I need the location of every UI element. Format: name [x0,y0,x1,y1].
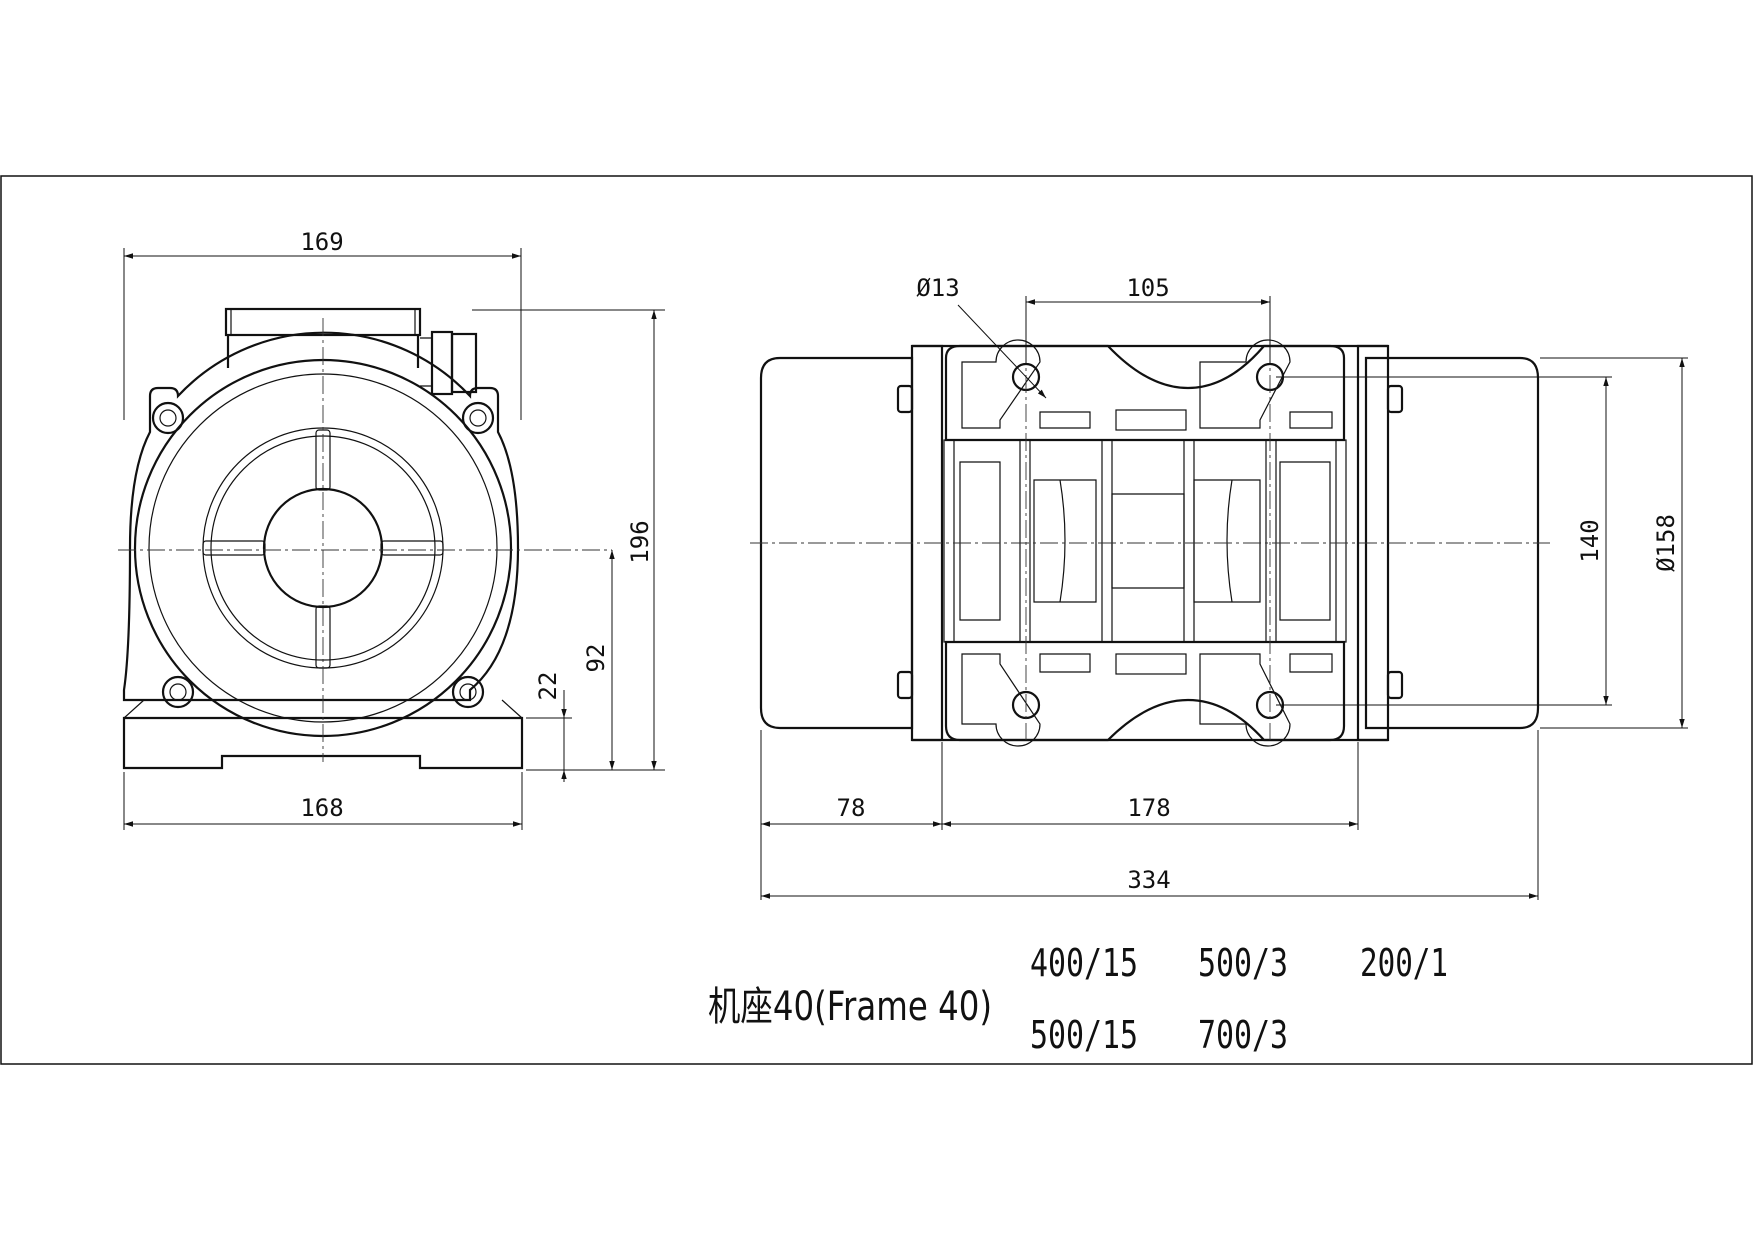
model-200-1: 200/1 [1360,941,1448,985]
dim-169: 169 [300,228,343,256]
drawing-border [0,175,1753,1065]
model-400-15: 400/15 [1030,941,1138,985]
mounting-holes [1011,362,1285,720]
dim-78: 78 [837,794,866,822]
body-bands [943,439,1347,643]
dim-hole-diameter: Ø13 [916,274,959,302]
frame-label: 机座40(Frame 40) [708,984,992,1030]
dim-334: 334 [1127,866,1170,894]
dim-92: 92 [582,644,610,673]
dim-140: 140 [1576,519,1604,562]
side-dimensions [760,296,1688,900]
dim-105: 105 [1126,274,1169,302]
model-500-15: 500/15 [1030,1013,1138,1057]
model-500-3: 500/3 [1198,941,1288,985]
dim-158: Ø158 [1652,514,1680,572]
model-700-3: 700/3 [1198,1013,1288,1057]
front-dimensions [123,248,665,830]
dim-22: 22 [534,672,562,701]
side-view [750,339,1550,747]
dim-168: 168 [300,794,343,822]
front-view [118,307,612,770]
cable-gland [420,330,478,396]
dim-178: 178 [1127,794,1170,822]
title-block: 机座40(Frame 40) 400/15 500/3 200/1 500/15… [708,941,1448,1057]
corner-bolts [151,401,495,709]
dim-196: 196 [626,520,654,563]
